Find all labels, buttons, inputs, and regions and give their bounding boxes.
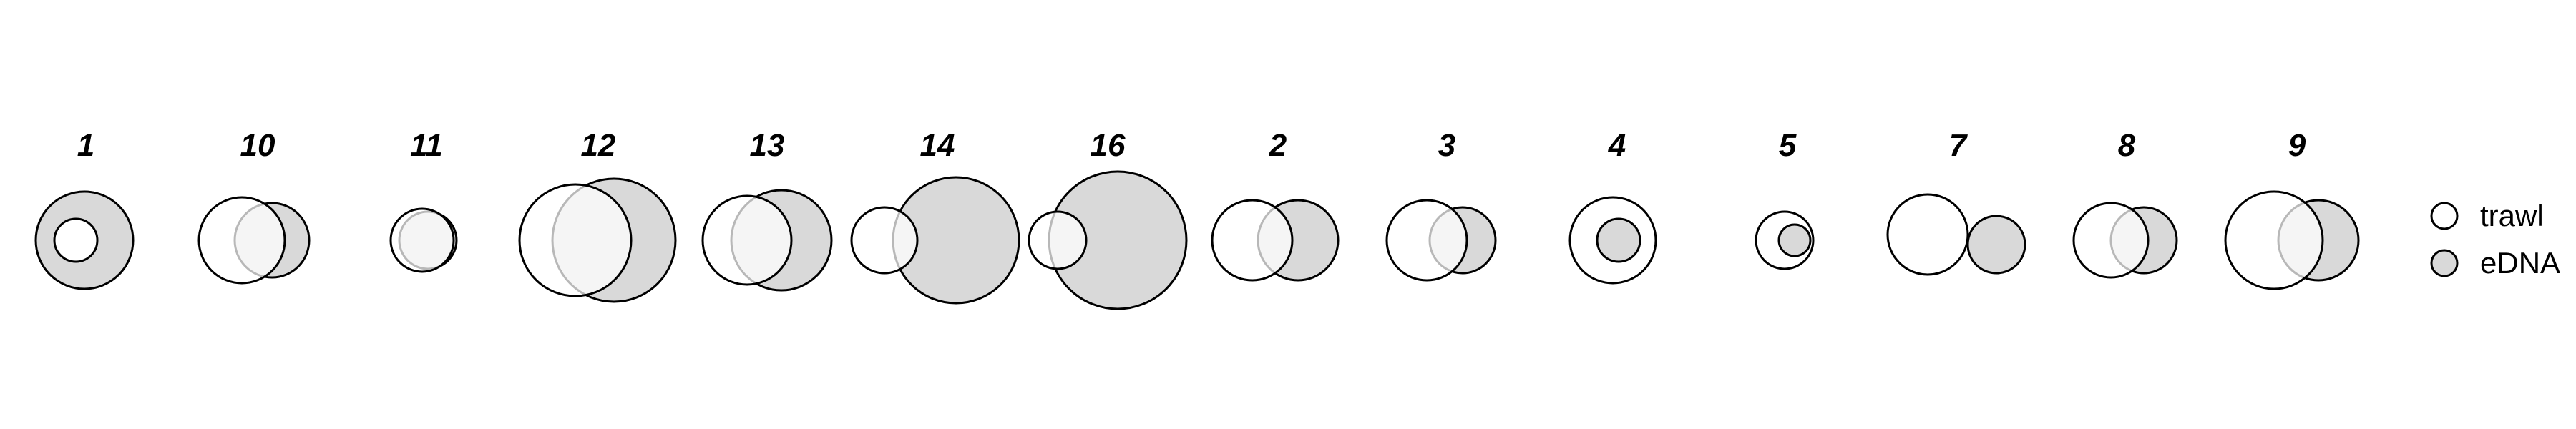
legend-label-edna: eDNA	[2480, 246, 2560, 280]
edna-circle	[1596, 217, 1641, 263]
legend-swatch-edna	[2430, 249, 2459, 277]
trawl-circle	[1028, 210, 1088, 270]
venn-panel-13	[701, 189, 833, 292]
venn-panel-1	[34, 190, 135, 290]
panel-title-10: 10	[240, 128, 275, 163]
venn-panel-2	[1211, 199, 1340, 282]
panel-title-8: 8	[2118, 128, 2136, 163]
trawl-circle	[1211, 199, 1294, 282]
venn-panel-14	[850, 176, 1020, 305]
trawl-circle	[1385, 199, 1468, 282]
trawl-circle-outline	[53, 217, 99, 263]
trawl-circle	[701, 194, 793, 286]
panel-title-3: 3	[1438, 128, 1455, 163]
trawl-circle-outline	[1755, 210, 1815, 270]
venn-panel-12	[518, 177, 677, 303]
panel-title-12: 12	[581, 128, 616, 163]
trawl-circle	[1886, 193, 1969, 276]
panel-title-9: 9	[2288, 128, 2306, 163]
venn-panel-9	[2224, 190, 2360, 290]
venn-panel-10	[197, 196, 311, 285]
panel-title-4: 4	[1608, 128, 1626, 163]
trawl-circle	[518, 183, 633, 297]
trawl-circle-outline	[1568, 196, 1657, 285]
trawl-circle	[2072, 202, 2150, 279]
edna-circle	[1777, 223, 1812, 257]
venn-panel-8	[2072, 202, 2178, 279]
trawl-circle	[2224, 190, 2324, 290]
venn-panel-5	[1755, 210, 1815, 270]
trawl-circle	[850, 206, 919, 275]
panel-title-13: 13	[750, 128, 785, 163]
legend-swatch-trawl	[2430, 202, 2459, 230]
panel-title-11: 11	[410, 128, 443, 163]
venn-panel-3	[1385, 199, 1497, 282]
trawl-circle	[197, 196, 286, 285]
legend: trawl eDNA	[2430, 199, 2560, 280]
venn-panel-16	[1028, 170, 1188, 310]
legend-label-trawl: trawl	[2480, 199, 2544, 232]
panel-title-1: 1	[77, 128, 94, 163]
venn-panel-4	[1568, 196, 1657, 285]
trawl-circle	[54, 219, 97, 262]
panel-title-5: 5	[1779, 128, 1797, 163]
panel-title-7: 7	[1949, 128, 1968, 163]
edna-circle	[1966, 214, 2026, 275]
venn-panel-11	[389, 207, 458, 273]
trawl-circle	[389, 207, 455, 273]
panel-title-16: 16	[1091, 128, 1126, 163]
venn-panel-7	[1886, 193, 2026, 276]
panel-title-14: 14	[920, 128, 955, 163]
panel-title-2: 2	[1269, 128, 1287, 163]
